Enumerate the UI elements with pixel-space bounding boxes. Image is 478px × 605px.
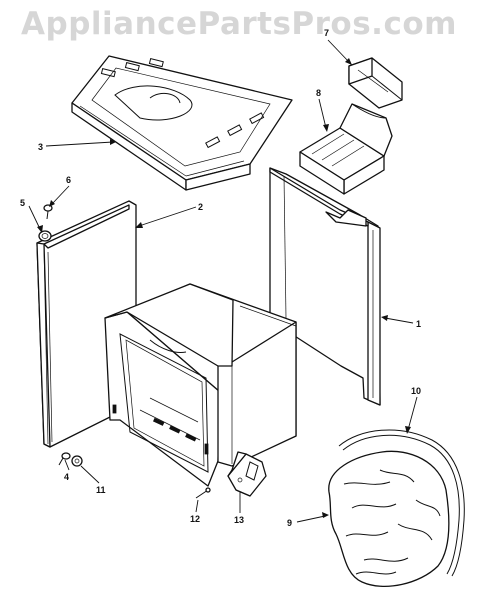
callout-4: 4 xyxy=(64,472,69,482)
callout-7: 7 xyxy=(324,28,329,38)
part-11-bushing xyxy=(71,455,83,467)
part-3-top-panel xyxy=(71,55,293,191)
callout-10: 10 xyxy=(411,386,421,396)
site-watermark: AppliancePartsPros.com xyxy=(21,6,457,42)
part-9-insulation xyxy=(328,450,450,588)
leader-lines xyxy=(28,39,418,523)
callout-8: 8 xyxy=(316,88,321,98)
callout-3: 3 xyxy=(38,142,43,152)
part-8-burner xyxy=(299,103,393,195)
callout-2: 2 xyxy=(198,202,203,212)
callout-labels: 3 7 8 6 5 2 1 4 11 12 13 9 10 xyxy=(20,28,421,528)
part-1-side-panel xyxy=(269,167,381,406)
callout-6: 6 xyxy=(66,175,71,185)
callout-13: 13 xyxy=(234,515,244,525)
callout-5: 5 xyxy=(20,198,25,208)
oven-cavity xyxy=(104,283,297,487)
part-5-clip xyxy=(38,230,52,242)
callout-11: 11 xyxy=(96,485,106,495)
part-12-pin xyxy=(195,487,211,499)
callout-9: 9 xyxy=(287,518,292,528)
part-6-screw xyxy=(43,204,53,220)
part-7-bracket xyxy=(348,57,403,109)
part-4-screw xyxy=(58,452,71,466)
part-10-strap xyxy=(338,429,465,577)
callout-1: 1 xyxy=(416,319,421,329)
callout-12: 12 xyxy=(190,514,200,524)
part-13-hinge xyxy=(227,451,267,497)
